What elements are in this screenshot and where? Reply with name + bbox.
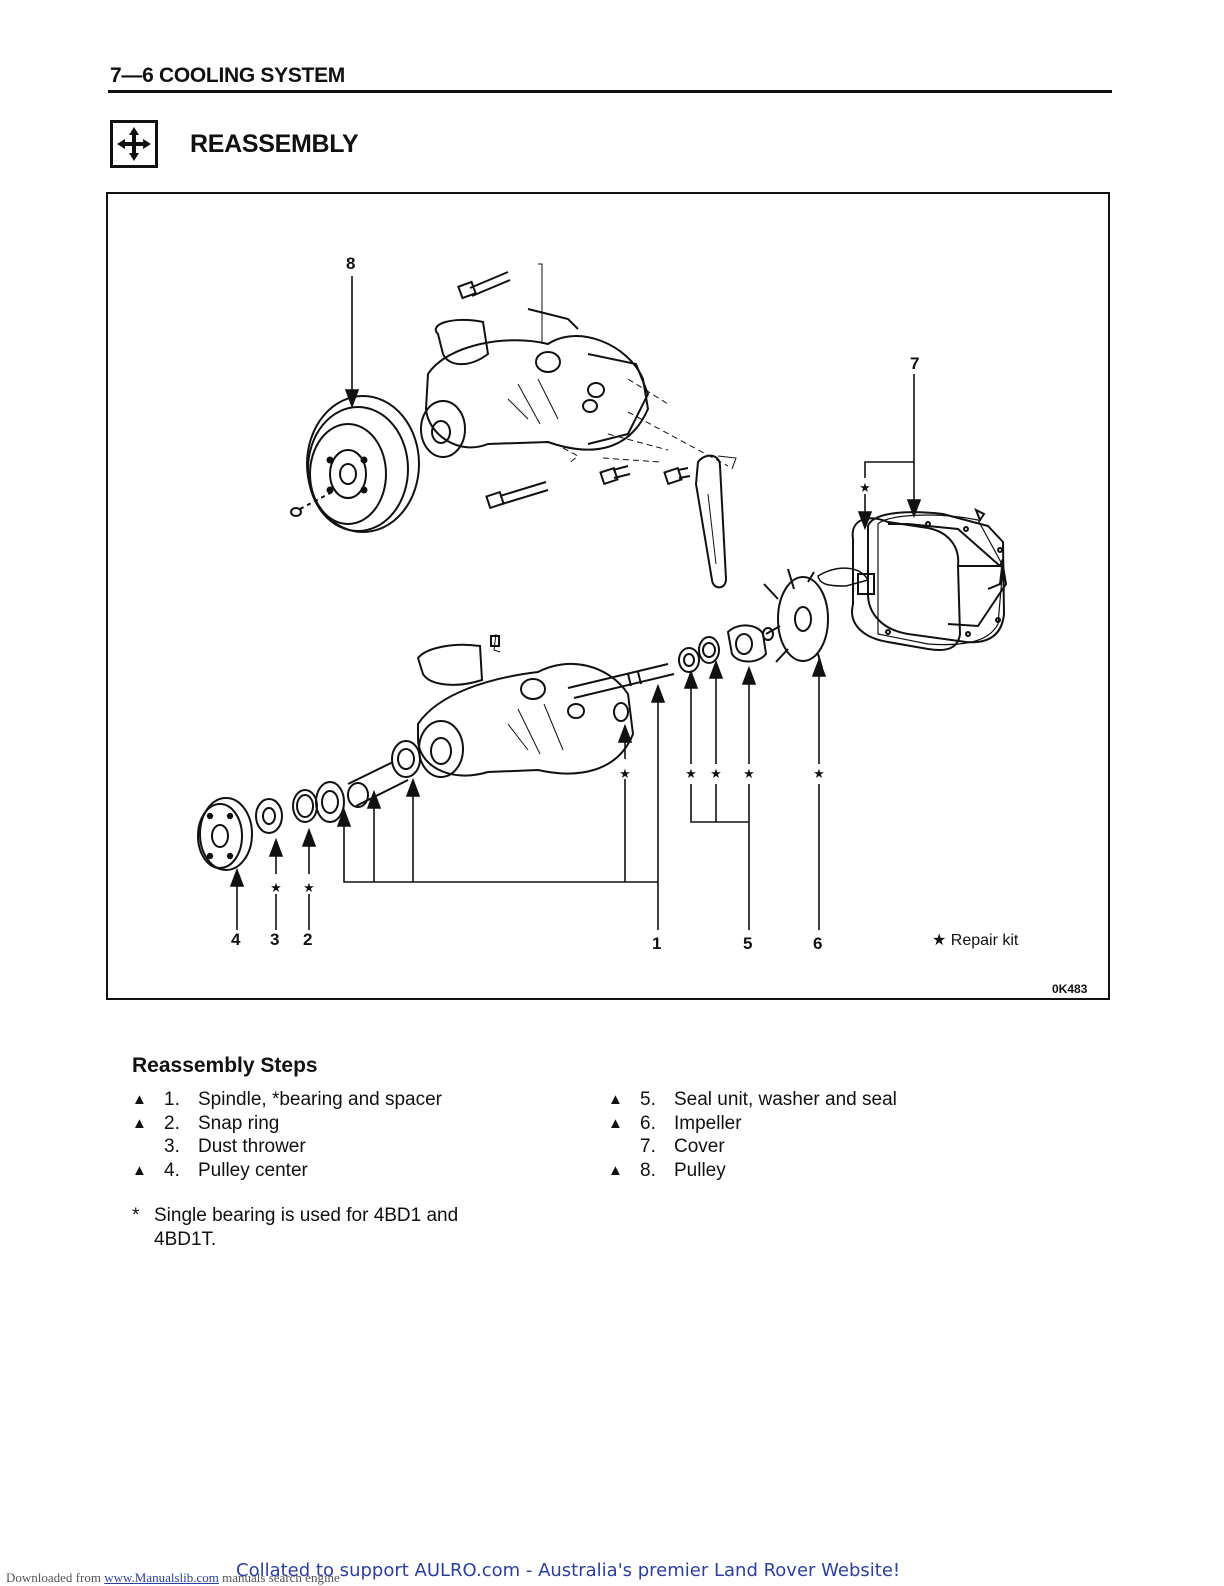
- step-text: Seal unit, washer and seal: [674, 1089, 897, 1110]
- step-text: Pulley: [674, 1159, 726, 1181]
- cover-drawing: [817, 507, 1008, 652]
- pulley-center-drawing: [197, 797, 253, 871]
- callout-6: 6: [813, 934, 823, 953]
- step-number: 7.: [640, 1136, 656, 1157]
- step-text: Pulley center: [198, 1159, 308, 1181]
- step-item: ▲ 2. Snap ring: [132, 1112, 442, 1136]
- step-mark: [608, 1135, 640, 1159]
- svg-text:★: ★: [710, 767, 722, 782]
- step-text: Spindle, *bearing and spacer: [198, 1089, 443, 1110]
- svg-text:★: ★: [270, 881, 282, 896]
- repair-kit-legend: ★ Repair kit: [932, 932, 1019, 949]
- step-item: ▲ 8. Pulley: [608, 1159, 897, 1183]
- note-line-1: Single bearing is used for 4BD1 and: [154, 1205, 459, 1226]
- svg-text:★: ★: [859, 481, 871, 496]
- step-item: 3. Dust thrower: [132, 1135, 442, 1159]
- step-item: ▲ 5. Seal unit, washer and seal: [608, 1088, 897, 1112]
- figure-code: 0K483: [1052, 982, 1088, 996]
- header-rule: [108, 90, 1112, 93]
- seal-washer-drawing: [613, 624, 774, 722]
- reassembly-arrows-icon: [110, 120, 158, 168]
- svg-text:★: ★: [813, 767, 825, 782]
- step-number: 4.: [164, 1159, 180, 1181]
- step-item: 7. Cover: [608, 1135, 897, 1159]
- step-item: ▲ 6. Impeller: [608, 1112, 897, 1136]
- page-header: 7—6 COOLING SYSTEM: [110, 64, 345, 87]
- steps-title: Reassembly Steps: [132, 1054, 318, 1077]
- callout-3: 3: [270, 930, 280, 949]
- callout-8: 8: [346, 254, 356, 273]
- step-number: 1.: [164, 1089, 180, 1110]
- step-item: ▲ 4. Pulley center: [132, 1159, 442, 1183]
- steps-left-column: ▲ 1. Spindle, *bearing and spacer ▲ 2. S…: [132, 1088, 442, 1182]
- step-number: 6.: [640, 1112, 656, 1134]
- impeller-drawing: [763, 568, 829, 669]
- callout-2: 2: [303, 930, 313, 949]
- step-text: Snap ring: [198, 1112, 280, 1134]
- pulley-drawing: [290, 395, 420, 533]
- bolts-upper-drawing: [457, 263, 729, 510]
- step-mark: ▲: [132, 1114, 147, 1132]
- adjusting-plate-drawing: [694, 454, 737, 589]
- step-text: Dust thrower: [198, 1136, 306, 1157]
- section-title: REASSEMBLY: [190, 130, 359, 158]
- step-mark: ▲: [608, 1114, 623, 1132]
- spindle-drawing: [567, 663, 675, 699]
- note-asterisk: *: [132, 1205, 140, 1226]
- svg-text:★: ★: [619, 767, 631, 782]
- bearing-note: * Single bearing is used for 4BD1 and 4B…: [132, 1204, 458, 1251]
- steps-right-column: ▲ 5. Seal unit, washer and seal ▲ 6. Imp…: [608, 1088, 897, 1182]
- step-item: ▲ 1. Spindle, *bearing and spacer: [132, 1088, 442, 1112]
- water-pump-drawing: ★ ★ ★ ★ ★ ★ ★ ★: [197, 263, 1008, 930]
- step-mark: ▲: [608, 1161, 623, 1179]
- callout-4: 4: [231, 930, 241, 949]
- pump-body-lower-drawing: [416, 633, 635, 778]
- dust-thrower-drawing: [255, 798, 283, 834]
- download-footer: Downloaded from www.Manualslib.com manua…: [6, 1570, 340, 1586]
- callout-7: 7: [910, 354, 920, 373]
- step-text: Impeller: [674, 1112, 742, 1134]
- step-mark: ▲: [132, 1091, 147, 1108]
- callout-5: 5: [743, 934, 753, 953]
- step-number: 8.: [640, 1159, 656, 1181]
- manualslib-link[interactable]: www.Manualslib.com: [104, 1570, 219, 1585]
- step-number: 5.: [640, 1089, 656, 1110]
- callout-1: 1: [652, 934, 662, 953]
- step-mark: ▲: [132, 1161, 147, 1179]
- step-mark: [132, 1135, 164, 1159]
- svg-text:★: ★: [743, 767, 755, 782]
- snap-ring-drawing: [292, 789, 318, 823]
- pump-body-upper-drawing: [420, 308, 650, 458]
- step-text: Cover: [674, 1136, 725, 1157]
- step-number: 3.: [164, 1136, 180, 1157]
- svg-text:★: ★: [685, 767, 697, 782]
- collated-banner: Collated to support AULRO.com - Australi…: [236, 1560, 901, 1581]
- bearing-spacer-drawing: [315, 740, 421, 823]
- note-line-2: 4BD1T.: [154, 1228, 217, 1250]
- exploded-diagram: ★ ★ ★ ★ ★ ★ ★ ★ 8 7 4 3 2 1 5 6: [106, 192, 1110, 1000]
- step-number: 2.: [164, 1112, 180, 1134]
- svg-text:★: ★: [303, 881, 315, 896]
- search-engine-text: manuals search engine: [222, 1570, 340, 1585]
- step-mark: ▲: [608, 1091, 623, 1108]
- downloaded-from-text: Downloaded from: [6, 1570, 101, 1585]
